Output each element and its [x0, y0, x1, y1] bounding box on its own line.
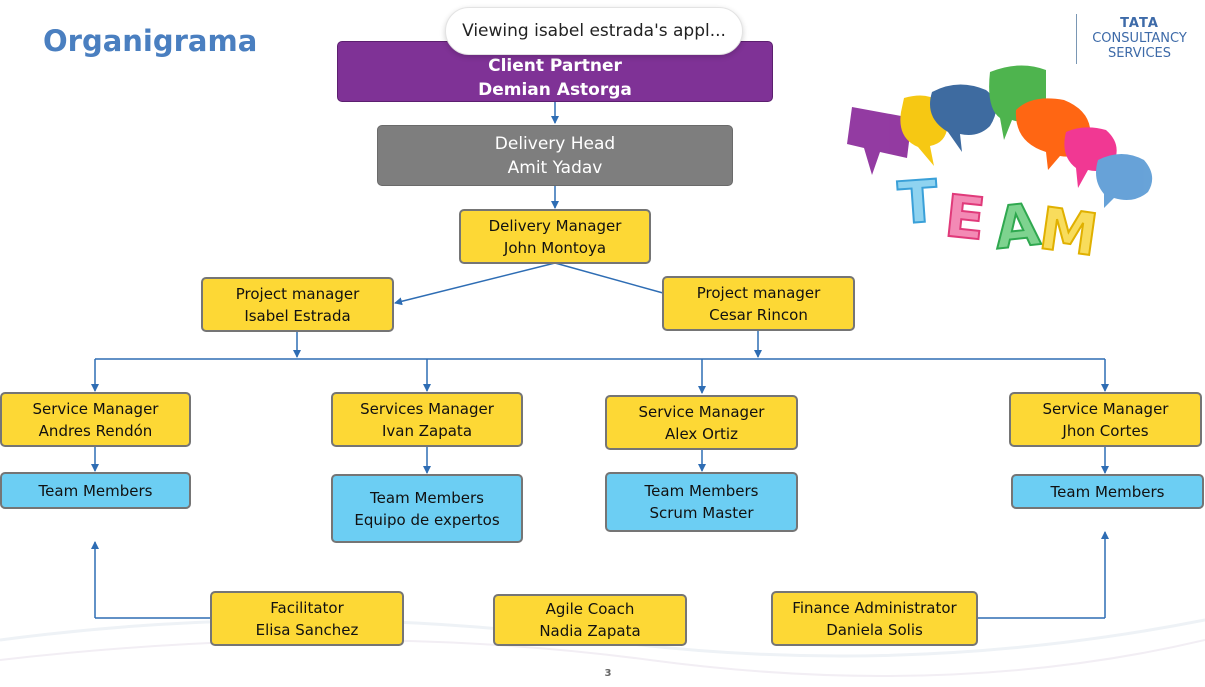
team-members-box: Team Members Equipo de expertos: [331, 474, 523, 543]
team-members-label: Team Members: [644, 482, 759, 500]
team-letter-e: E: [942, 182, 989, 254]
team-members-box: Team Members: [1011, 474, 1204, 509]
service-manager-box: Service Manager Andres Rendón: [0, 392, 191, 447]
project-manager-role: Project manager: [235, 284, 360, 303]
team-letter-a: A: [991, 190, 1043, 262]
team-members-label: Team Members: [38, 481, 153, 500]
team-members-label: Team Members: [1050, 482, 1165, 501]
team-members-label: Team Members: [370, 488, 484, 507]
service-manager-name: Jhon Cortes: [1062, 421, 1149, 440]
delivery-head-name: Amit Yadav: [507, 157, 603, 178]
support-role-title: Facilitator: [270, 598, 344, 617]
service-manager-role: Service Manager: [638, 402, 765, 421]
project-manager-box: Project manager Isabel Estrada: [201, 277, 394, 332]
project-manager-box: Project manager Cesar Rincon: [662, 276, 855, 331]
team-members-detail: Scrum Master: [649, 504, 754, 522]
team-members-box: Team Members: [0, 472, 191, 509]
support-role-name: Daniela Solis: [826, 620, 923, 639]
team-letter-t: T: [896, 167, 941, 238]
viewing-notification: Viewing isabel estrada's appl...: [445, 7, 743, 55]
support-role-name: Elisa Sanchez: [255, 620, 359, 639]
service-manager-role: Services Manager: [360, 399, 494, 418]
team-letter-m: M: [1035, 194, 1102, 269]
tcs-logo: TATA CONSULTANCY SERVICES: [1076, 14, 1202, 64]
slide-title: Organigrama: [43, 24, 258, 58]
project-manager-name: Cesar Rincon: [709, 305, 808, 324]
service-manager-box: Service Manager Jhon Cortes: [1009, 392, 1202, 447]
service-manager-name: Ivan Zapata: [381, 421, 473, 440]
support-role-box: Facilitator Elisa Sanchez: [210, 591, 404, 646]
client-partner-role: Client Partner: [488, 55, 622, 76]
support-role-box: Agile Coach Nadia Zapata: [493, 594, 687, 646]
page-number: 3: [604, 668, 612, 679]
service-manager-role: Service Manager: [32, 399, 159, 418]
support-role-box: Finance Administrator Daniela Solis: [771, 591, 978, 646]
service-manager-role: Service Manager: [1042, 399, 1169, 418]
service-manager-box: Services Manager Ivan Zapata: [331, 392, 523, 447]
delivery-manager-name: John Montoya: [503, 238, 607, 257]
delivery-manager-box: Delivery Manager John Montoya: [459, 209, 651, 264]
logo-line-consultancy: CONSULTANCY: [1092, 31, 1187, 46]
service-manager-name: Andres Rendón: [38, 421, 153, 440]
logo-line-tata: TATA: [1120, 16, 1159, 31]
project-manager-role: Project manager: [696, 283, 821, 302]
delivery-manager-role: Delivery Manager: [488, 216, 622, 235]
service-manager-box: Service Manager Alex Ortiz: [605, 395, 798, 450]
viewing-notification-text: Viewing isabel estrada's appl...: [462, 21, 726, 41]
client-partner-name: Demian Astorga: [478, 79, 632, 100]
support-role-title: Finance Administrator: [792, 598, 957, 617]
support-role-name: Nadia Zapata: [539, 622, 641, 640]
logo-line-services: SERVICES: [1107, 46, 1172, 61]
support-role-title: Agile Coach: [545, 600, 635, 618]
team-members-detail: Equipo de expertos: [354, 510, 500, 529]
project-manager-name: Isabel Estrada: [244, 306, 351, 325]
delivery-head-box: Delivery Head Amit Yadav: [377, 125, 733, 186]
delivery-head-role: Delivery Head: [494, 133, 616, 154]
service-manager-name: Alex Ortiz: [665, 424, 738, 443]
team-members-box: Team Members Scrum Master: [605, 472, 798, 532]
